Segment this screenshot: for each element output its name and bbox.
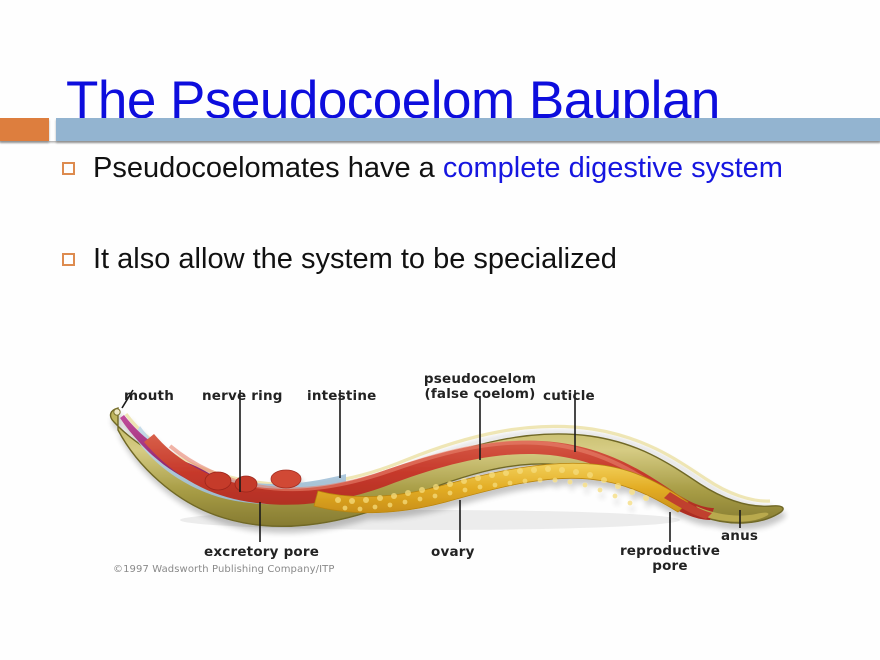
nematode-illustration — [109, 389, 784, 542]
bullet-list: Pseudocoelomates have a complete digesti… — [62, 152, 852, 284]
leader-lines — [121, 389, 741, 542]
divider-bar — [56, 118, 880, 141]
rectum — [664, 492, 712, 519]
label-pseudocoelom: pseudocoelom (false coelom) — [407, 372, 553, 402]
bullet-1-highlight: complete digestive system — [442, 152, 783, 184]
divider-shadow — [0, 141, 880, 144]
label-reproductive-pore-line2: pore — [652, 558, 688, 574]
bullet-2-plain: It also allow the system to be specializ… — [93, 243, 617, 275]
label-intestine: intestine — [307, 388, 377, 404]
list-item: Pseudocoelomates have a complete digesti… — [62, 152, 852, 185]
bullet-1-plain: Pseudocoelomates have a — [93, 152, 443, 184]
nematode-anatomy-diagram: mouth nerve ring intestine pseudocoelom … — [100, 360, 800, 590]
intestine — [144, 434, 714, 520]
label-reproductive-pore-line1: reproductive — [619, 543, 721, 559]
leader-mouth — [121, 389, 134, 409]
label-ovary: ovary — [431, 544, 475, 560]
bullet-text-2: It also allow the system to be specializ… — [93, 243, 852, 276]
label-pseudocoelom-line1: pseudocoelom — [423, 371, 537, 387]
bullet-square-icon — [62, 162, 75, 175]
pharyngeal-bulb-2 — [234, 475, 258, 493]
figure-copyright: ©1997 Wadsworth Publishing Company/ITP — [113, 564, 335, 575]
label-excretory-pore: excretory pore — [204, 544, 320, 560]
tail-tip — [696, 506, 769, 522]
pharyngeal-bulb-1 — [204, 471, 232, 491]
label-pseudocoelom-line2: (false coelom) — [424, 386, 536, 402]
bullet-square-icon — [62, 253, 75, 266]
label-cuticle: cuticle — [543, 388, 595, 404]
label-mouth: mouth — [124, 388, 175, 404]
list-item: It also allow the system to be specializ… — [62, 243, 852, 276]
label-nerve-ring: nerve ring — [202, 388, 283, 404]
bullet-text-1: Pseudocoelomates have a complete digesti… — [93, 152, 852, 185]
mouth-opening — [113, 408, 121, 416]
label-anus: anus — [721, 528, 759, 544]
ovary-granules — [335, 466, 649, 512]
title-divider — [0, 118, 880, 144]
pharyngeal-bulb-3 — [270, 469, 302, 489]
divider-accent-block — [0, 118, 49, 141]
label-reproductive-pore: reproductive pore — [606, 544, 734, 574]
